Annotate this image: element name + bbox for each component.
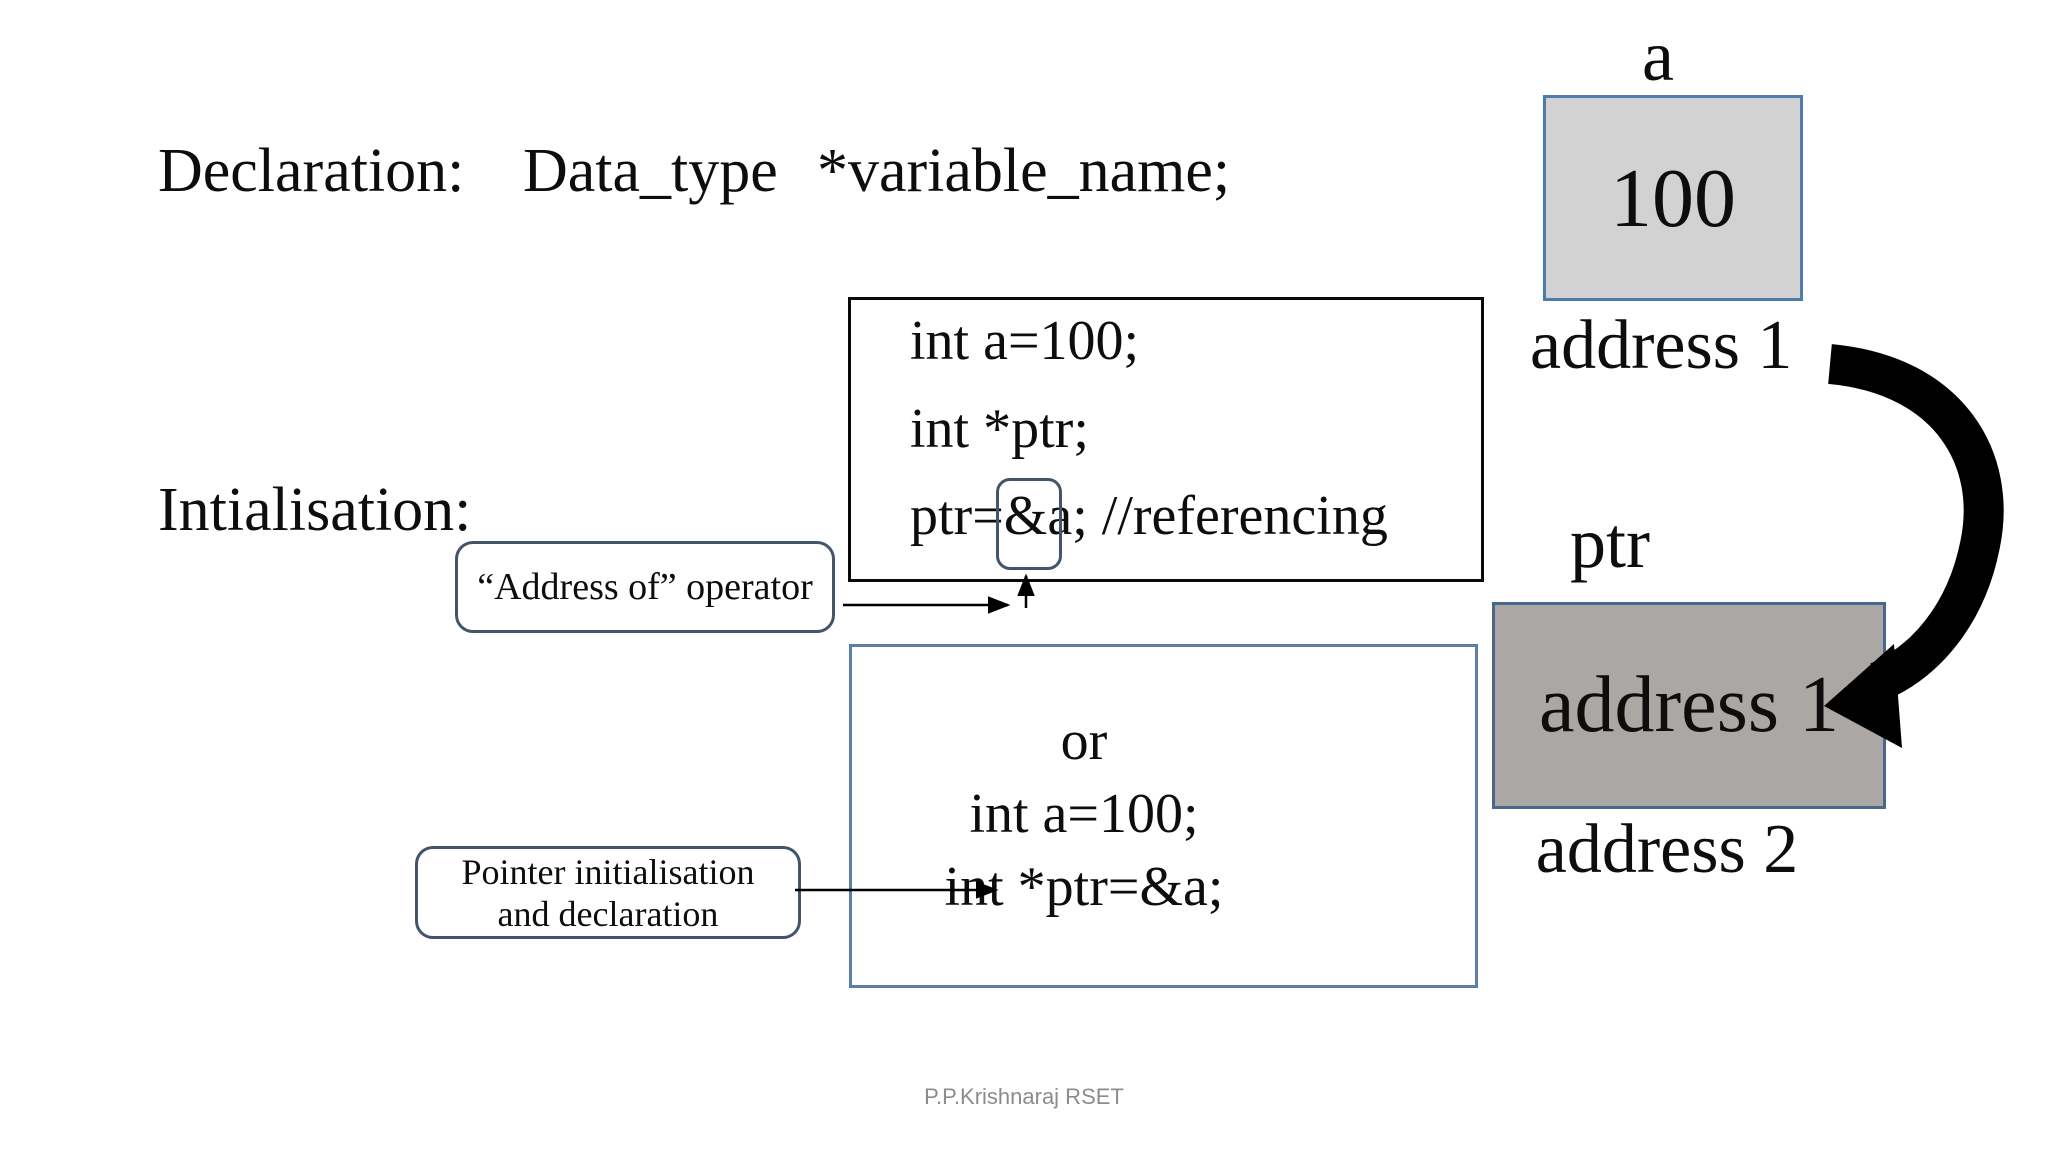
code2-line1: or [1060,710,1108,772]
address1-caption: address 1 [1530,307,1793,384]
memory-cell-a: 100 [1543,95,1803,301]
code1-line3: ptr=&a; //referencing [910,472,1388,560]
code1-line3-prefix: ptr= [910,485,1004,547]
declaration-variable-name: *variable_name; [817,137,1231,205]
code-box-init-declaration [849,644,1478,988]
ampersand-operator: & [1003,485,1048,547]
initialisation-label: Intialisation: [158,476,472,544]
ampersand-highlight-outline [996,478,1062,570]
callout-pointer-init-line1: Pointer initialisation [461,851,755,892]
footer-credit: P.P.Krishnaraj RSET [924,1084,1124,1109]
address2-caption: address 2 [1535,811,1799,888]
callout-pointer-init: Pointer initialisation and declaration [415,846,801,939]
code-box-referencing [848,297,1484,582]
code1-line2: int *ptr; [910,398,1089,460]
declaration-data-type: Data_type [523,137,778,205]
callout-address-of-label: “Address of” operator [477,566,813,608]
declaration-label: Declaration: [158,137,465,205]
memory-cell-a-value: 100 [1610,151,1736,245]
callout-address-of: “Address of” operator [455,541,835,633]
callout-pointer-init-line2: and declaration [497,893,719,934]
code1-line3-suffix: a; //referencing [1047,485,1388,547]
variable-a-name: a [1642,16,1674,96]
variable-ptr-name: ptr [1570,503,1650,583]
memory-cell-ptr-value: address 1 [1539,661,1839,749]
code2-text: or int a=100; int *ptr=&a; [849,705,1319,924]
code2-line2: int a=100; [969,783,1199,845]
code2-line3: int *ptr=&a; [944,856,1224,918]
code1-line1: int a=100; [910,310,1140,372]
memory-cell-ptr: address 1 [1492,602,1886,809]
